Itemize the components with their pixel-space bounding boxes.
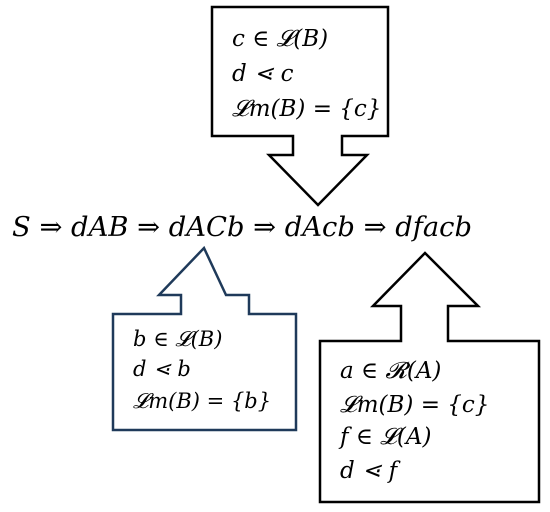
bottom-right-callout-line-2: 𝓛m(B) = {c} bbox=[340, 392, 489, 418]
bottom-left-callout-arrow bbox=[111, 245, 298, 432]
bottom-right-callout-text: a ∈ 𝓡(A) 𝓛m(B) = {c} f ∈ 𝓛(A) d ⋖ f bbox=[338, 358, 489, 484]
bottom-left-callout-text: b ∈ 𝓛(B) d ⋖ b 𝓛m(B) = {b} bbox=[133, 327, 271, 413]
top-callout-line-3: 𝓛m(B) = {c} bbox=[232, 96, 381, 122]
top-callout-arrow bbox=[210, 5, 390, 207]
derivation-sequence: S ⇒ dAB ⇒ dACb ⇒ dAcb ⇒ dfacb bbox=[12, 212, 472, 243]
bottom-left-callout-line-1: b ∈ 𝓛(B) bbox=[133, 327, 222, 351]
top-callout-line-1: c ∈ 𝓛(B) bbox=[232, 26, 328, 52]
bottom-right-callout-line-4: d ⋖ f bbox=[340, 458, 401, 484]
top-callout-line-2: d ⋖ c bbox=[232, 61, 294, 87]
bottom-left-callout-line-3: 𝓛m(B) = {b} bbox=[133, 389, 271, 413]
bottom-left-callout-line-2: d ⋖ b bbox=[133, 357, 191, 381]
bottom-right-callout-line-3: f ∈ 𝓛(A) bbox=[338, 424, 431, 450]
top-callout-text: c ∈ 𝓛(B) d ⋖ c 𝓛m(B) = {c} bbox=[232, 26, 381, 122]
bottom-right-callout-arrow bbox=[318, 251, 541, 504]
bottom-right-callout-line-1: a ∈ 𝓡(A) bbox=[340, 358, 441, 384]
